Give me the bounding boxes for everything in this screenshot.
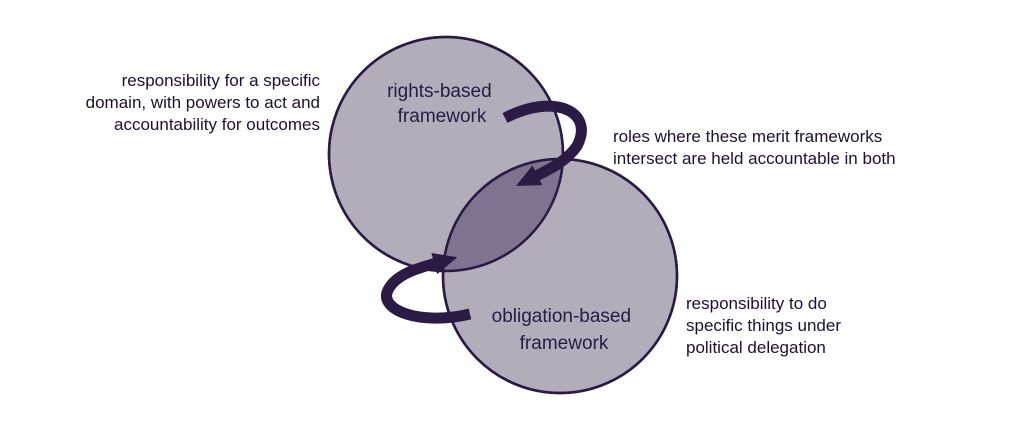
intersection-region bbox=[443, 159, 563, 271]
rights-based-annotation: responsibility for a specific domain, wi… bbox=[40, 70, 320, 136]
rights-based-annotation-line1: responsibility for a specific bbox=[121, 71, 320, 90]
obligation-based-annotation: responsibility to do specific things und… bbox=[686, 293, 841, 359]
obligation-based-annotation-line3: political delegation bbox=[686, 338, 826, 357]
top-curved-arrow-icon bbox=[502, 100, 587, 187]
obligation-based-label: obligation-based framework bbox=[492, 306, 637, 354]
rights-based-label: rights-based framework bbox=[387, 81, 497, 127]
intersection-annotation: roles where these merit frameworks inter… bbox=[613, 126, 896, 170]
rights-based-annotation-line3: accountability for outcomes bbox=[114, 115, 320, 134]
intersection-annotation-line2: intersect are held accountable in both bbox=[613, 149, 896, 168]
rights-based-annotation-line2: domain, with powers to act and bbox=[85, 93, 320, 112]
obligation-based-annotation-line1: responsibility to do bbox=[686, 294, 827, 313]
rights-based-label-line2: framework bbox=[398, 106, 487, 127]
obligation-based-annotation-line2: specific things under bbox=[686, 316, 841, 335]
rights-based-label-line1: rights-based bbox=[387, 81, 492, 102]
obligation-based-label-line1: obligation-based bbox=[492, 306, 631, 327]
bottom-curved-arrow-icon bbox=[381, 252, 472, 324]
intersection-annotation-line1: roles where these merit frameworks bbox=[613, 127, 883, 146]
obligation-based-label-line2: framework bbox=[520, 333, 609, 354]
